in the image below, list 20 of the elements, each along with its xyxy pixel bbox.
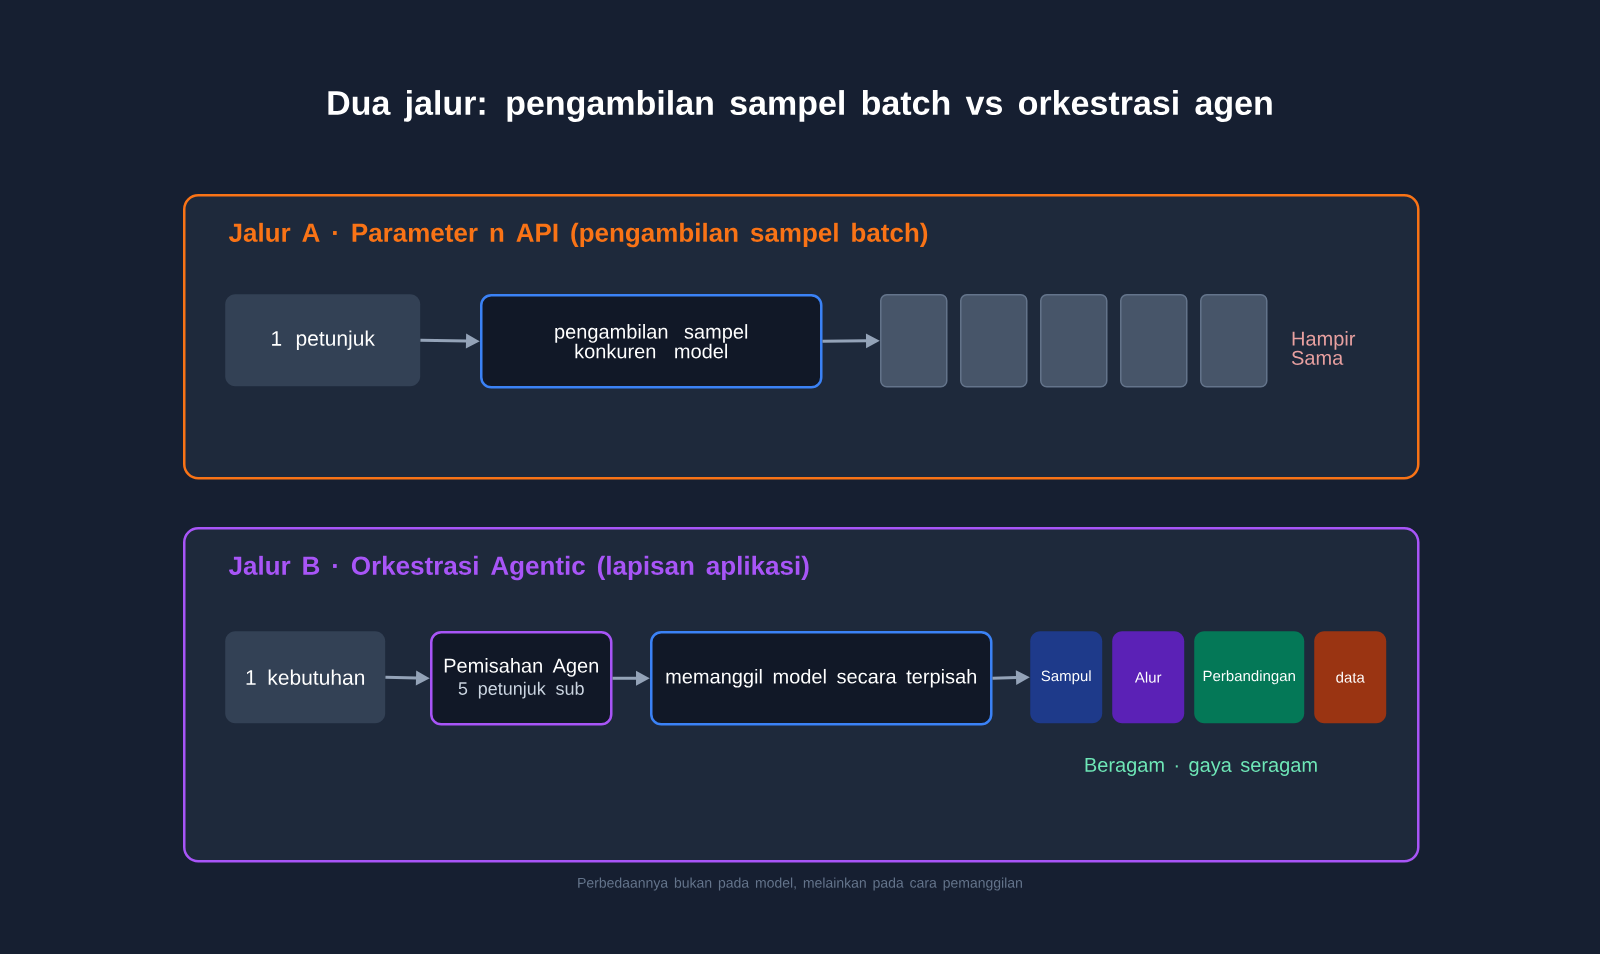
result-card: data bbox=[1314, 631, 1387, 724]
result-card bbox=[880, 294, 948, 388]
side-note: Hampir Sama bbox=[1291, 331, 1356, 365]
result-card bbox=[1040, 294, 1108, 388]
result-card: Perbandingan bbox=[1194, 631, 1305, 724]
result-card bbox=[960, 294, 1028, 388]
side-note: Beragam · gaya seragam bbox=[1085, 758, 1317, 776]
result-card bbox=[1120, 294, 1188, 388]
panel-heading: Jalur A · Parameter n API (pengambilan sampel batch) bbox=[228, 222, 928, 248]
caption: Perbedaannya bukan pada model, melainkan pada cara pemanggilan bbox=[578, 877, 1022, 891]
result-card: Sampul bbox=[1030, 631, 1103, 724]
input-box: 1 kebutuhan bbox=[225, 631, 386, 724]
process-box: memanggil model secara terpisah bbox=[650, 631, 993, 726]
agent-box: Pemisahan Agen 5 petunjuk sub bbox=[430, 631, 613, 726]
panel-heading: Jalur B · Orkestrasi Agentic (lapisan aplikasi) bbox=[228, 555, 809, 581]
result-card bbox=[1200, 294, 1268, 388]
title: Dua jalur: pengambilan sampel batch vs orkestrasi agen bbox=[328, 90, 1272, 122]
result-card: Alur bbox=[1112, 631, 1185, 724]
process-box: pengambilan sampel konkuren model bbox=[480, 294, 823, 389]
input-box: 1 petunjuk bbox=[225, 294, 421, 387]
